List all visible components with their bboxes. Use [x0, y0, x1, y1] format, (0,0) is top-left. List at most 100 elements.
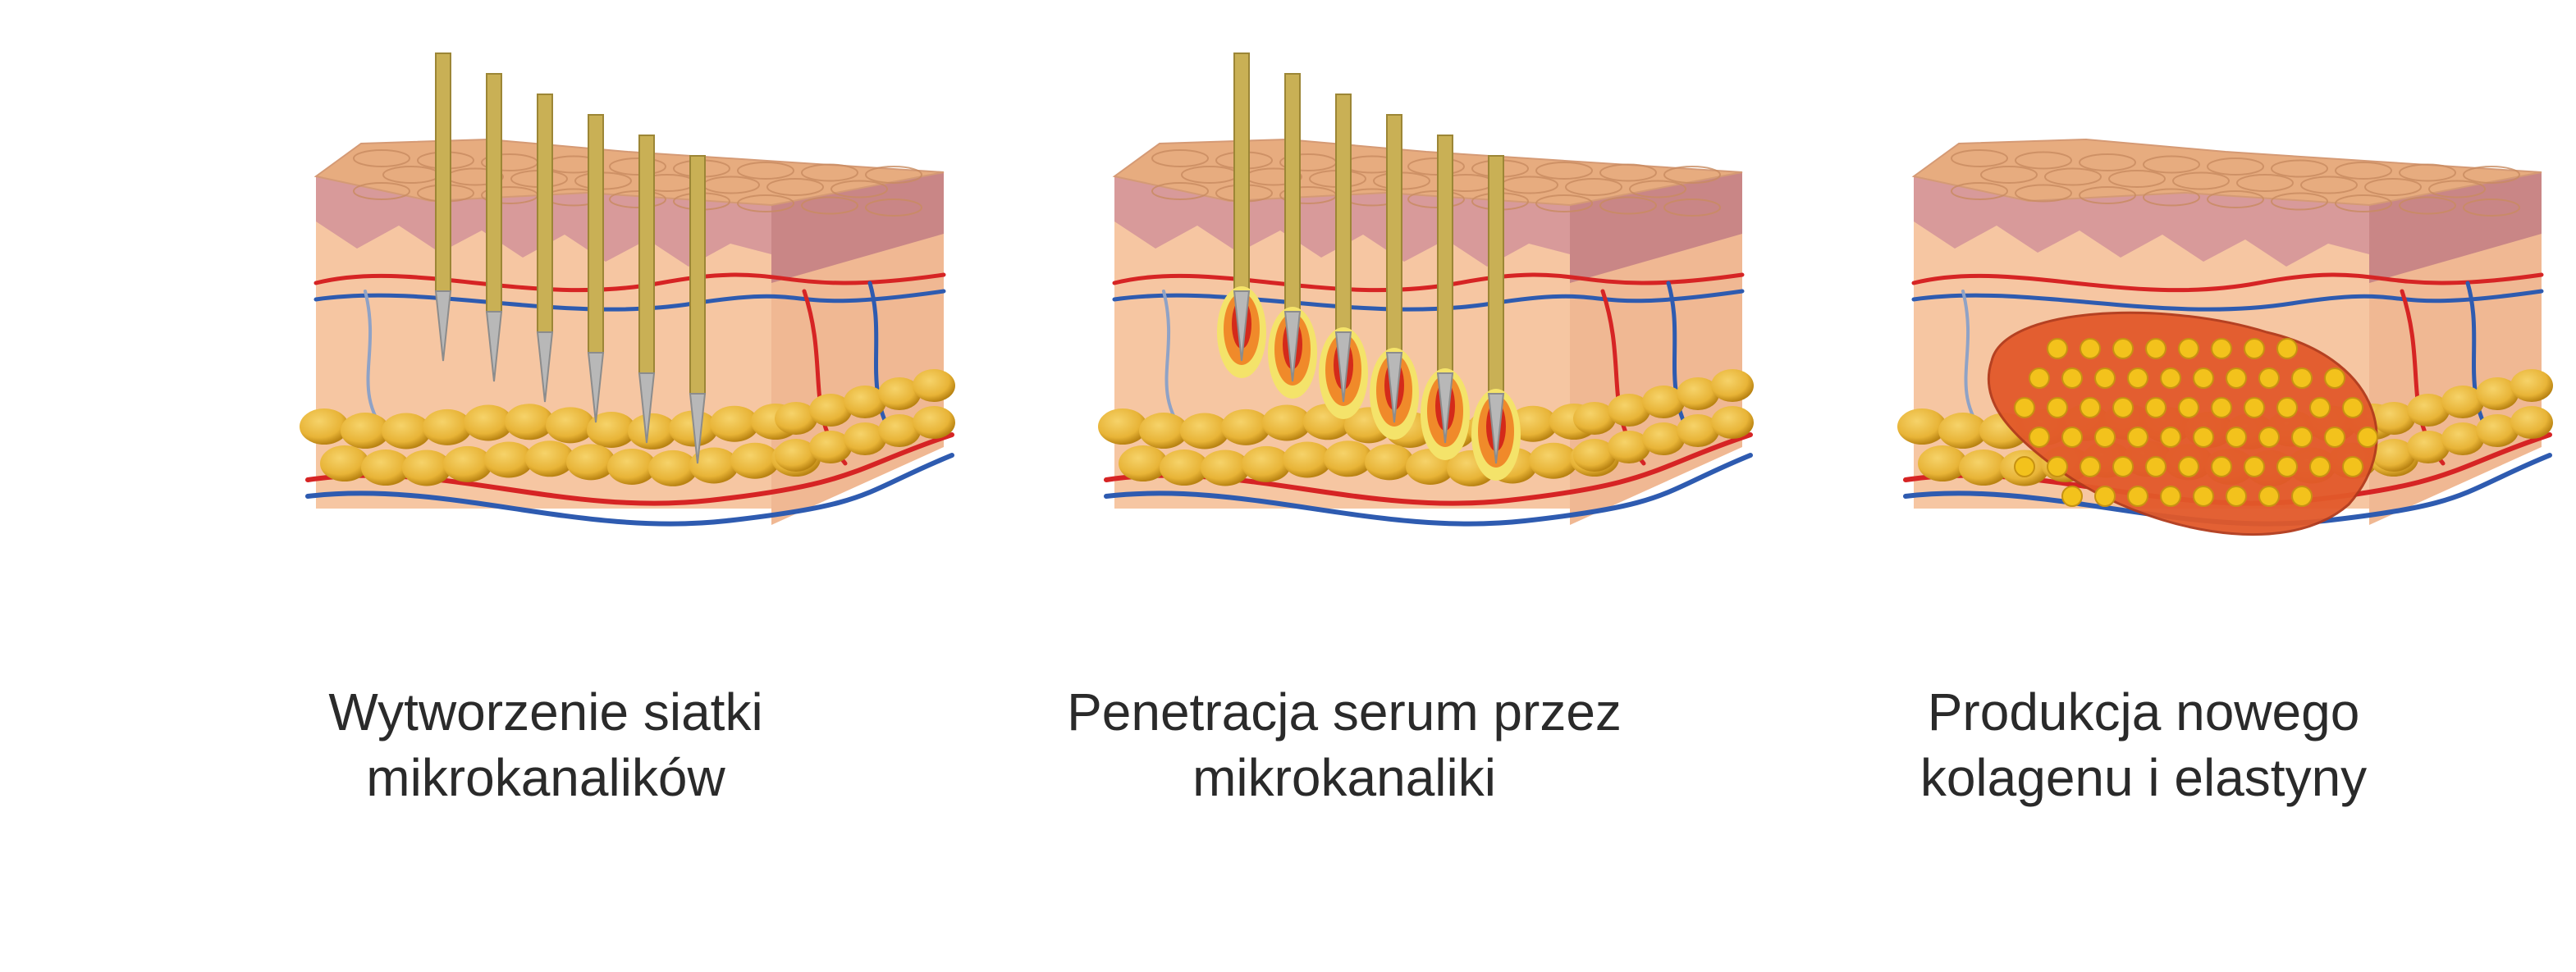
fat-cell [689, 447, 739, 484]
needle-shaft [486, 73, 502, 313]
fat-cell [505, 404, 554, 440]
epidermis-cell [2236, 174, 2294, 192]
artery-upper [1911, 272, 2544, 293]
fat-cell [1221, 408, 1270, 445]
collagen-dot [2211, 456, 2232, 477]
needle-tip [434, 290, 452, 362]
needle-tip [1283, 311, 1302, 382]
needle-shaft [1284, 73, 1301, 313]
epidermis-cell [2044, 167, 2102, 186]
collagen-dot [2061, 427, 2083, 448]
collagen-dot [2244, 397, 2265, 418]
fat-cell [878, 377, 921, 410]
fat-cell [844, 422, 886, 455]
caption-step-2: Penetracja serum przez mikrokanaliki [934, 679, 1755, 810]
epidermis-cell [2207, 190, 2264, 208]
collagen-dot [2193, 367, 2214, 389]
epidermis-cell [737, 162, 794, 180]
fat-cell [1201, 449, 1250, 486]
caption-line-2: mikrokanaliki [1192, 748, 1496, 807]
microneedles [1217, 52, 1521, 481]
epidermis-cell [1151, 182, 1209, 200]
fat-cell [2510, 406, 2553, 439]
fat-cell [2441, 386, 2484, 418]
epidermis-cell [2463, 199, 2520, 217]
needle-shaft [1233, 52, 1250, 292]
collagen-dot [2342, 397, 2363, 418]
caption-step-1: Wytworzenie siatki mikrokanalików [135, 679, 956, 810]
collagen-dot [2145, 397, 2166, 418]
epidermis-cell [609, 157, 666, 176]
collagen-dot [2047, 456, 2068, 477]
collagen-dot [2029, 427, 2050, 448]
fat-cell [525, 440, 574, 477]
collagen-dot [2258, 367, 2280, 389]
collagen-dot [2160, 367, 2181, 389]
artery-upper [1112, 272, 1745, 293]
needle-shaft [1335, 94, 1352, 333]
fat-cell [2510, 369, 2553, 402]
collagen-dot [2226, 367, 2247, 389]
fat-cell [2407, 394, 2450, 427]
collagen-dot [2178, 397, 2199, 418]
epidermis-cell [2015, 184, 2072, 203]
collagen-dot [2211, 338, 2232, 359]
needle-tip [1436, 372, 1454, 444]
epidermis-cell [766, 178, 824, 196]
epidermis-cell [1407, 157, 1465, 176]
caption-line-1: Produkcja nowego [1927, 682, 2360, 742]
fat-cell [2407, 431, 2450, 463]
collagen-dot [2357, 427, 2378, 448]
fat-cell [1573, 402, 1616, 435]
collagen-dot [2226, 427, 2247, 448]
collagen-dot [2342, 456, 2363, 477]
collagen-dot [2258, 427, 2280, 448]
epidermis-cell [1535, 162, 1593, 180]
epidermis-cell [1663, 199, 1721, 217]
collagen-dot [2094, 486, 2116, 507]
epidermis-cell [2207, 157, 2264, 176]
needle-shaft [1437, 135, 1453, 374]
fat-cell [382, 413, 431, 449]
collagen-dot [2160, 486, 2181, 507]
collagen-dot [2094, 427, 2116, 448]
epidermis-cell [1663, 166, 1721, 184]
fat-cell [1180, 413, 1229, 449]
collagen-dot [2258, 486, 2280, 507]
epidermis-cell [1951, 149, 2008, 167]
epidermis-cell [2271, 159, 2328, 178]
needle-tip [485, 311, 503, 382]
needle-tip [587, 352, 605, 423]
fat-cell [1938, 413, 1988, 449]
fat-cell [1283, 441, 1332, 478]
fat-cell [1139, 413, 1188, 449]
epidermis-cell [2015, 151, 2072, 170]
fat-cell [648, 449, 698, 486]
epidermis-cell [2463, 166, 2520, 184]
skin-illustration-1 [300, 52, 955, 527]
epidermis-cell [2335, 162, 2392, 180]
fat-cell [775, 402, 817, 435]
skin-illustration-2 [1098, 52, 1754, 527]
needle-shaft [537, 94, 553, 333]
epidermis-cell [2399, 163, 2456, 182]
fat-cell [566, 444, 615, 481]
fat-cell [1119, 445, 1168, 481]
fat-cell [607, 448, 657, 485]
collagen-dot [2226, 486, 2247, 507]
epidermis-cell [353, 182, 410, 200]
fat-cell [1711, 406, 1754, 439]
collagen-dot [2047, 338, 2068, 359]
epidermis-cell [2271, 192, 2328, 211]
vein-lower [1104, 453, 1753, 527]
collagen-dot [2244, 338, 2265, 359]
epidermis-cell [609, 190, 666, 208]
epidermis-cell [865, 199, 922, 217]
collagen-dot [2127, 486, 2148, 507]
epidermis-cell [353, 149, 410, 167]
fat-cell [587, 411, 636, 448]
needle-tip [1385, 352, 1403, 423]
fat-cell [1642, 422, 1685, 455]
fat-cell [341, 413, 390, 449]
fat-cell [1711, 369, 1754, 402]
